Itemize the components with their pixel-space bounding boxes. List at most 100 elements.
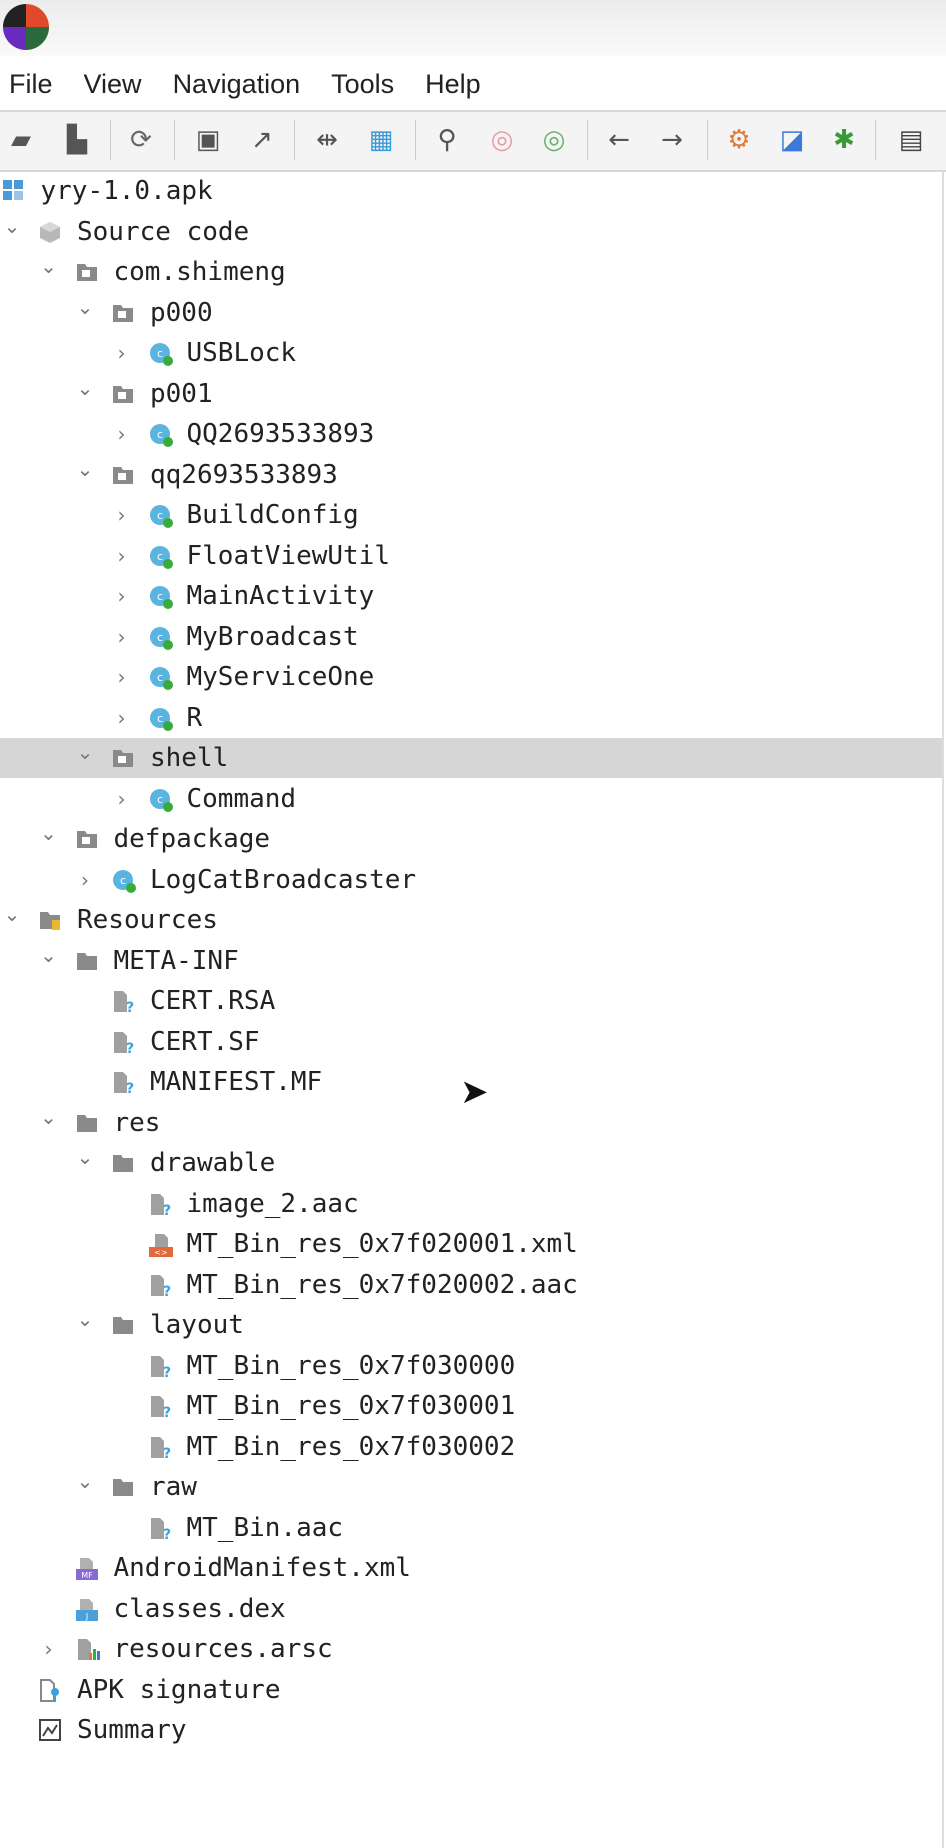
- unknown-icon: ?: [112, 990, 134, 1016]
- tree-node-label: AndroidManifest.xml: [113, 1553, 411, 1583]
- chevron-right-icon[interactable]: ›: [117, 341, 126, 365]
- tree-node[interactable]: ⌄ p000: [0, 293, 942, 333]
- chevron-down-icon[interactable]: ⌄: [76, 1469, 94, 1493]
- chevron-down-icon[interactable]: ⌄: [40, 942, 57, 967]
- deobfuscation-icon[interactable]: ⚙: [727, 125, 751, 155]
- tree-node[interactable]: ?CERT.SF: [0, 1022, 942, 1062]
- chevron-right-icon[interactable]: ›: [117, 422, 126, 446]
- tree-node[interactable]: ⌄ layout: [0, 1305, 942, 1345]
- apk-icon: [2, 180, 25, 202]
- tree-node-label: layout: [150, 1310, 244, 1340]
- tree-node[interactable]: ?MT_Bin_res_0x7f030002: [0, 1427, 942, 1467]
- menu-help[interactable]: Help: [425, 69, 481, 99]
- chevron-down-icon[interactable]: ⌄: [76, 740, 94, 764]
- chevron-down-icon[interactable]: ⌄: [3, 213, 21, 238]
- tree-node[interactable]: APK signature: [0, 1670, 942, 1710]
- chevron-right-icon[interactable]: ›: [117, 543, 126, 568]
- tree-node[interactable]: ?MANIFEST.MF: [0, 1062, 942, 1102]
- tree-node[interactable]: ⌄shell: [0, 738, 942, 778]
- tree-node[interactable]: ⌄res: [0, 1103, 942, 1143]
- tree-node-label: Source code: [77, 216, 250, 247]
- chevron-down-icon[interactable]: ⌄: [3, 902, 21, 926]
- tree-node[interactable]: ?MT_Bin_res_0x7f030000: [0, 1346, 942, 1386]
- tree-node[interactable]: ⌄raw: [0, 1467, 942, 1507]
- tree-node[interactable]: <>MT_Bin_res_0x7f020001.xml: [0, 1224, 942, 1264]
- chevron-down-icon[interactable]: ⌄: [76, 375, 94, 400]
- tree-node[interactable]: ›resources.arsc: [0, 1629, 942, 1669]
- chevron-down-icon[interactable]: ⌄: [76, 456, 94, 481]
- svg-text:c: c: [156, 671, 162, 684]
- tree-node[interactable]: ⌄com.shimeng: [0, 252, 942, 292]
- jadx-logo: [3, 4, 49, 50]
- tree-node[interactable]: ? CERT.RSA: [0, 981, 942, 1021]
- tree-node[interactable]: ⌄defpackage: [0, 819, 942, 859]
- menu-view[interactable]: View: [83, 69, 142, 99]
- find-class-icon[interactable]: ◎: [490, 125, 514, 155]
- package-icon: [112, 464, 134, 486]
- chevron-right-icon[interactable]: ›: [117, 503, 126, 527]
- chevron-down-icon[interactable]: ⌄: [40, 1104, 57, 1129]
- tree-node-label: p000: [150, 297, 213, 328]
- chevron-down-icon[interactable]: ⌄: [76, 1145, 94, 1169]
- chevron-right-icon[interactable]: ›: [117, 705, 126, 730]
- chevron-down-icon[interactable]: ⌄: [40, 821, 57, 845]
- chevron-right-icon[interactable]: ›: [117, 786, 126, 811]
- tree-node[interactable]: ?MT_Bin.aac: [0, 1508, 942, 1548]
- tree-node[interactable]: Summary: [0, 1710, 942, 1750]
- tree-node[interactable]: ⌄Resources: [0, 900, 942, 940]
- debug-icon[interactable]: ✱: [833, 125, 855, 155]
- menu-file[interactable]: File: [9, 69, 53, 99]
- tree-node[interactable]: ⌄drawable: [0, 1143, 942, 1183]
- forward-icon[interactable]: →: [661, 125, 683, 155]
- search-icon[interactable]: ⚲: [437, 125, 457, 155]
- open-folder-icon[interactable]: ▰: [11, 125, 31, 155]
- chevron-down-icon[interactable]: ⌄: [76, 294, 94, 319]
- find-usage-icon[interactable]: ◎: [542, 125, 566, 155]
- tree-node[interactable]: ?MT_Bin_res_0x7f030001: [0, 1386, 942, 1426]
- chevron-down-icon[interactable]: ⌄: [76, 1307, 94, 1331]
- tree-node[interactable]: yry-1.0.apk: [0, 171, 942, 211]
- chevron-right-icon[interactable]: ›: [81, 867, 89, 892]
- tree-node[interactable]: ⌄ Source code: [0, 212, 942, 252]
- svg-text:?: ?: [162, 1284, 170, 1298]
- menu-navigation[interactable]: Navigation: [172, 69, 301, 99]
- sync-icon[interactable]: ⟳: [130, 125, 152, 155]
- chevron-down-icon[interactable]: ⌄: [40, 254, 57, 278]
- tree-node[interactable]: ?MT_Bin_res_0x7f020002.aac: [0, 1265, 942, 1305]
- tree-node[interactable]: ?image_2.aac: [0, 1184, 942, 1224]
- toolbar-separator: [415, 120, 416, 160]
- tree-node[interactable]: ⌄qq2693533893: [0, 455, 942, 495]
- menu-tools[interactable]: Tools: [331, 69, 395, 99]
- back-icon[interactable]: ←: [608, 125, 630, 155]
- chevron-right-icon[interactable]: ›: [117, 665, 126, 689]
- chevron-right-icon[interactable]: ›: [117, 624, 126, 649]
- tree-node-label: CERT.RSA: [150, 986, 276, 1016]
- log-icon[interactable]: ▤: [898, 125, 924, 155]
- tree-node[interactable]: ⌄p001: [0, 374, 942, 414]
- quark-icon[interactable]: ◪: [779, 125, 805, 155]
- export-icon[interactable]: ↗: [251, 125, 273, 155]
- unknown-icon: ?: [149, 1193, 171, 1219]
- resources-icon: [39, 909, 61, 931]
- save-icon[interactable]: ▣: [195, 125, 221, 155]
- tree-node[interactable]: ⌄META-INF: [0, 941, 942, 981]
- flatten-packages-icon[interactable]: ▦: [368, 125, 394, 155]
- chevron-right-icon[interactable]: ›: [44, 1637, 53, 1661]
- sync-with-editor-icon[interactable]: ⇹: [316, 125, 338, 155]
- chevron-right-icon[interactable]: ›: [117, 584, 126, 608]
- add-file-icon[interactable]: ▙: [67, 125, 87, 155]
- folder-icon: [76, 1112, 98, 1134]
- package-icon: [112, 383, 134, 405]
